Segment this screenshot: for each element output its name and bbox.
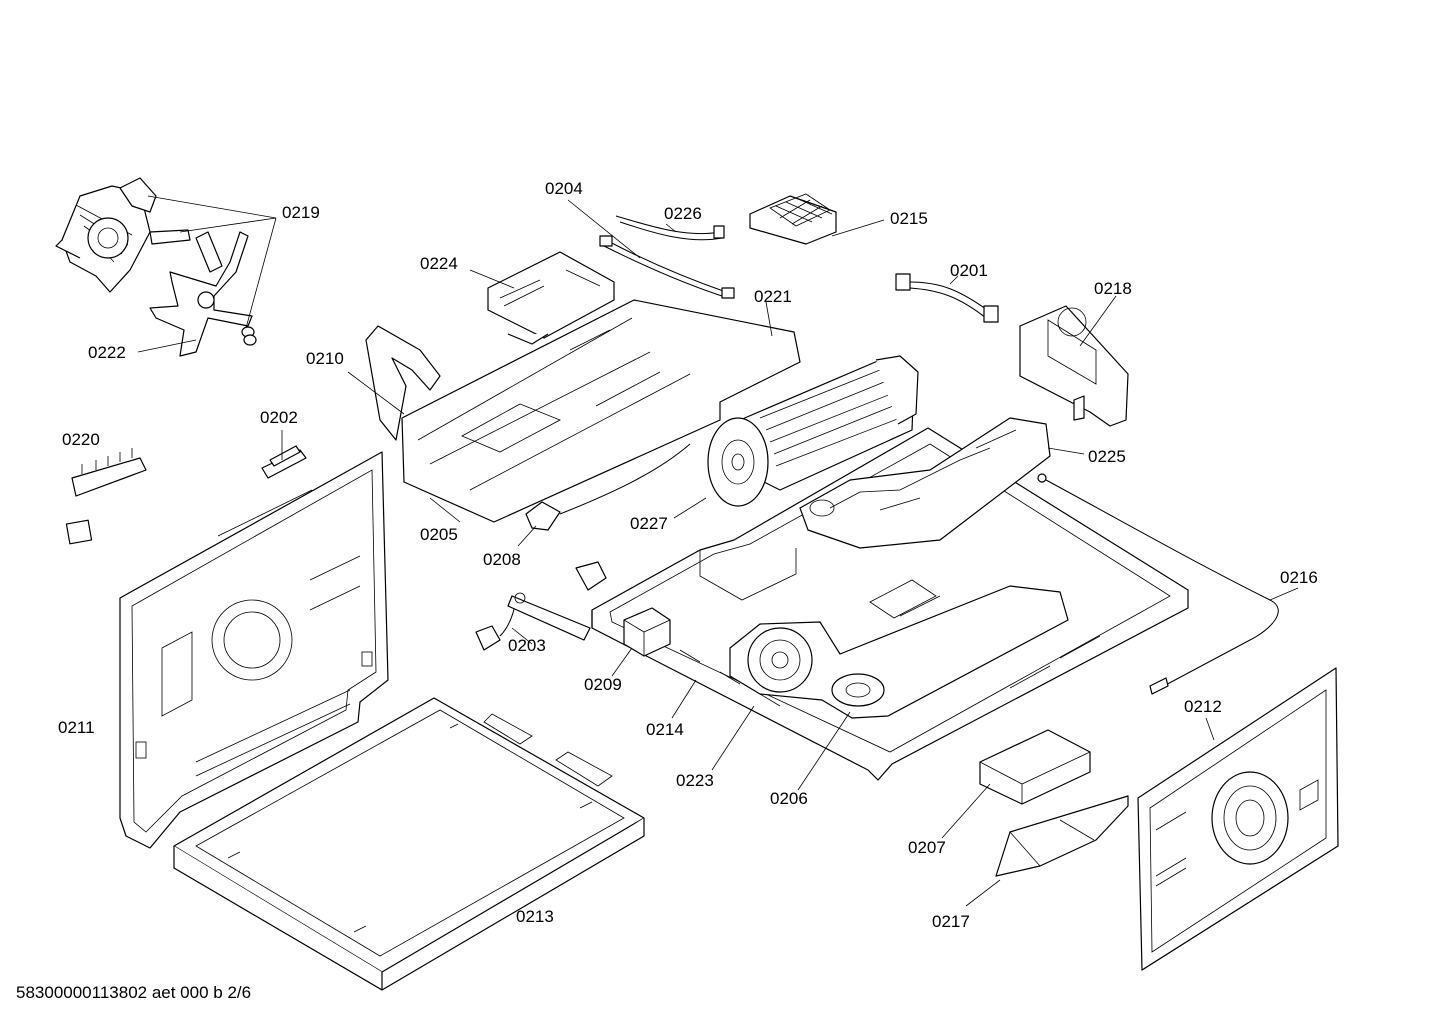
- base-plate-part: [591, 427, 1189, 781]
- label-0222: 0222: [88, 343, 126, 362]
- base-tray-part: [173, 697, 645, 991]
- sensor-part: [475, 561, 607, 651]
- label-0226: 0226: [664, 204, 702, 223]
- label-0202: 0202: [260, 408, 298, 427]
- label-0223: 0223: [676, 771, 714, 790]
- blower-housing-part: [729, 585, 1069, 719]
- wiring-harness-part: [599, 215, 735, 299]
- leader-lines: [137, 195, 1299, 907]
- electronic-module-part: [979, 729, 1091, 805]
- label-0213: 0213: [516, 907, 554, 926]
- switch-part: [261, 445, 307, 479]
- sensor-cable-part: [1037, 473, 1279, 695]
- motor-assembly-part: [55, 177, 191, 293]
- part-labels: 0219 0222 0204 0226 0215 0224 0201 0221 …: [58, 179, 1318, 931]
- cable-part: [895, 273, 999, 323]
- label-0220: 0220: [62, 430, 100, 449]
- relay-part: [623, 607, 671, 657]
- bracket-part: [995, 795, 1129, 877]
- control-module-part: [487, 251, 615, 345]
- label-0203: 0203: [508, 636, 546, 655]
- label-0201: 0201: [950, 261, 988, 280]
- label-0214: 0214: [646, 720, 684, 739]
- label-0217: 0217: [932, 912, 970, 931]
- label-0219: 0219: [282, 203, 320, 222]
- cross-flow-fan-part: [525, 355, 919, 531]
- label-0208: 0208: [483, 550, 521, 569]
- label-0211: 0211: [58, 718, 95, 737]
- nut-part: [241, 326, 257, 346]
- cooling-cover-part: [749, 193, 837, 245]
- label-0218: 0218: [1094, 279, 1132, 298]
- label-0207: 0207: [908, 838, 946, 857]
- label-0216: 0216: [1280, 568, 1318, 587]
- door-lock-part: [1019, 305, 1129, 427]
- label-0209: 0209: [584, 675, 622, 694]
- rear-panel-part: [1137, 667, 1339, 971]
- terminal-block-part: [65, 448, 147, 545]
- fan-blade-part: [149, 231, 253, 357]
- label-0204: 0204: [545, 179, 583, 198]
- air-duct-part: [799, 417, 1051, 549]
- label-0221: 0221: [754, 287, 792, 306]
- label-0212: 0212: [1184, 697, 1222, 716]
- side-panel-part: [119, 451, 389, 849]
- label-0205: 0205: [420, 525, 458, 544]
- label-0224: 0224: [420, 254, 458, 273]
- label-0210: 0210: [306, 349, 344, 368]
- label-0206: 0206: [770, 789, 808, 808]
- label-0227: 0227: [630, 514, 668, 533]
- drawing-id: 58300000113802 aet 000 b 2/6: [16, 983, 251, 1002]
- top-frame-part: [365, 299, 801, 523]
- label-0215: 0215: [890, 209, 928, 228]
- label-0225: 0225: [1088, 447, 1126, 466]
